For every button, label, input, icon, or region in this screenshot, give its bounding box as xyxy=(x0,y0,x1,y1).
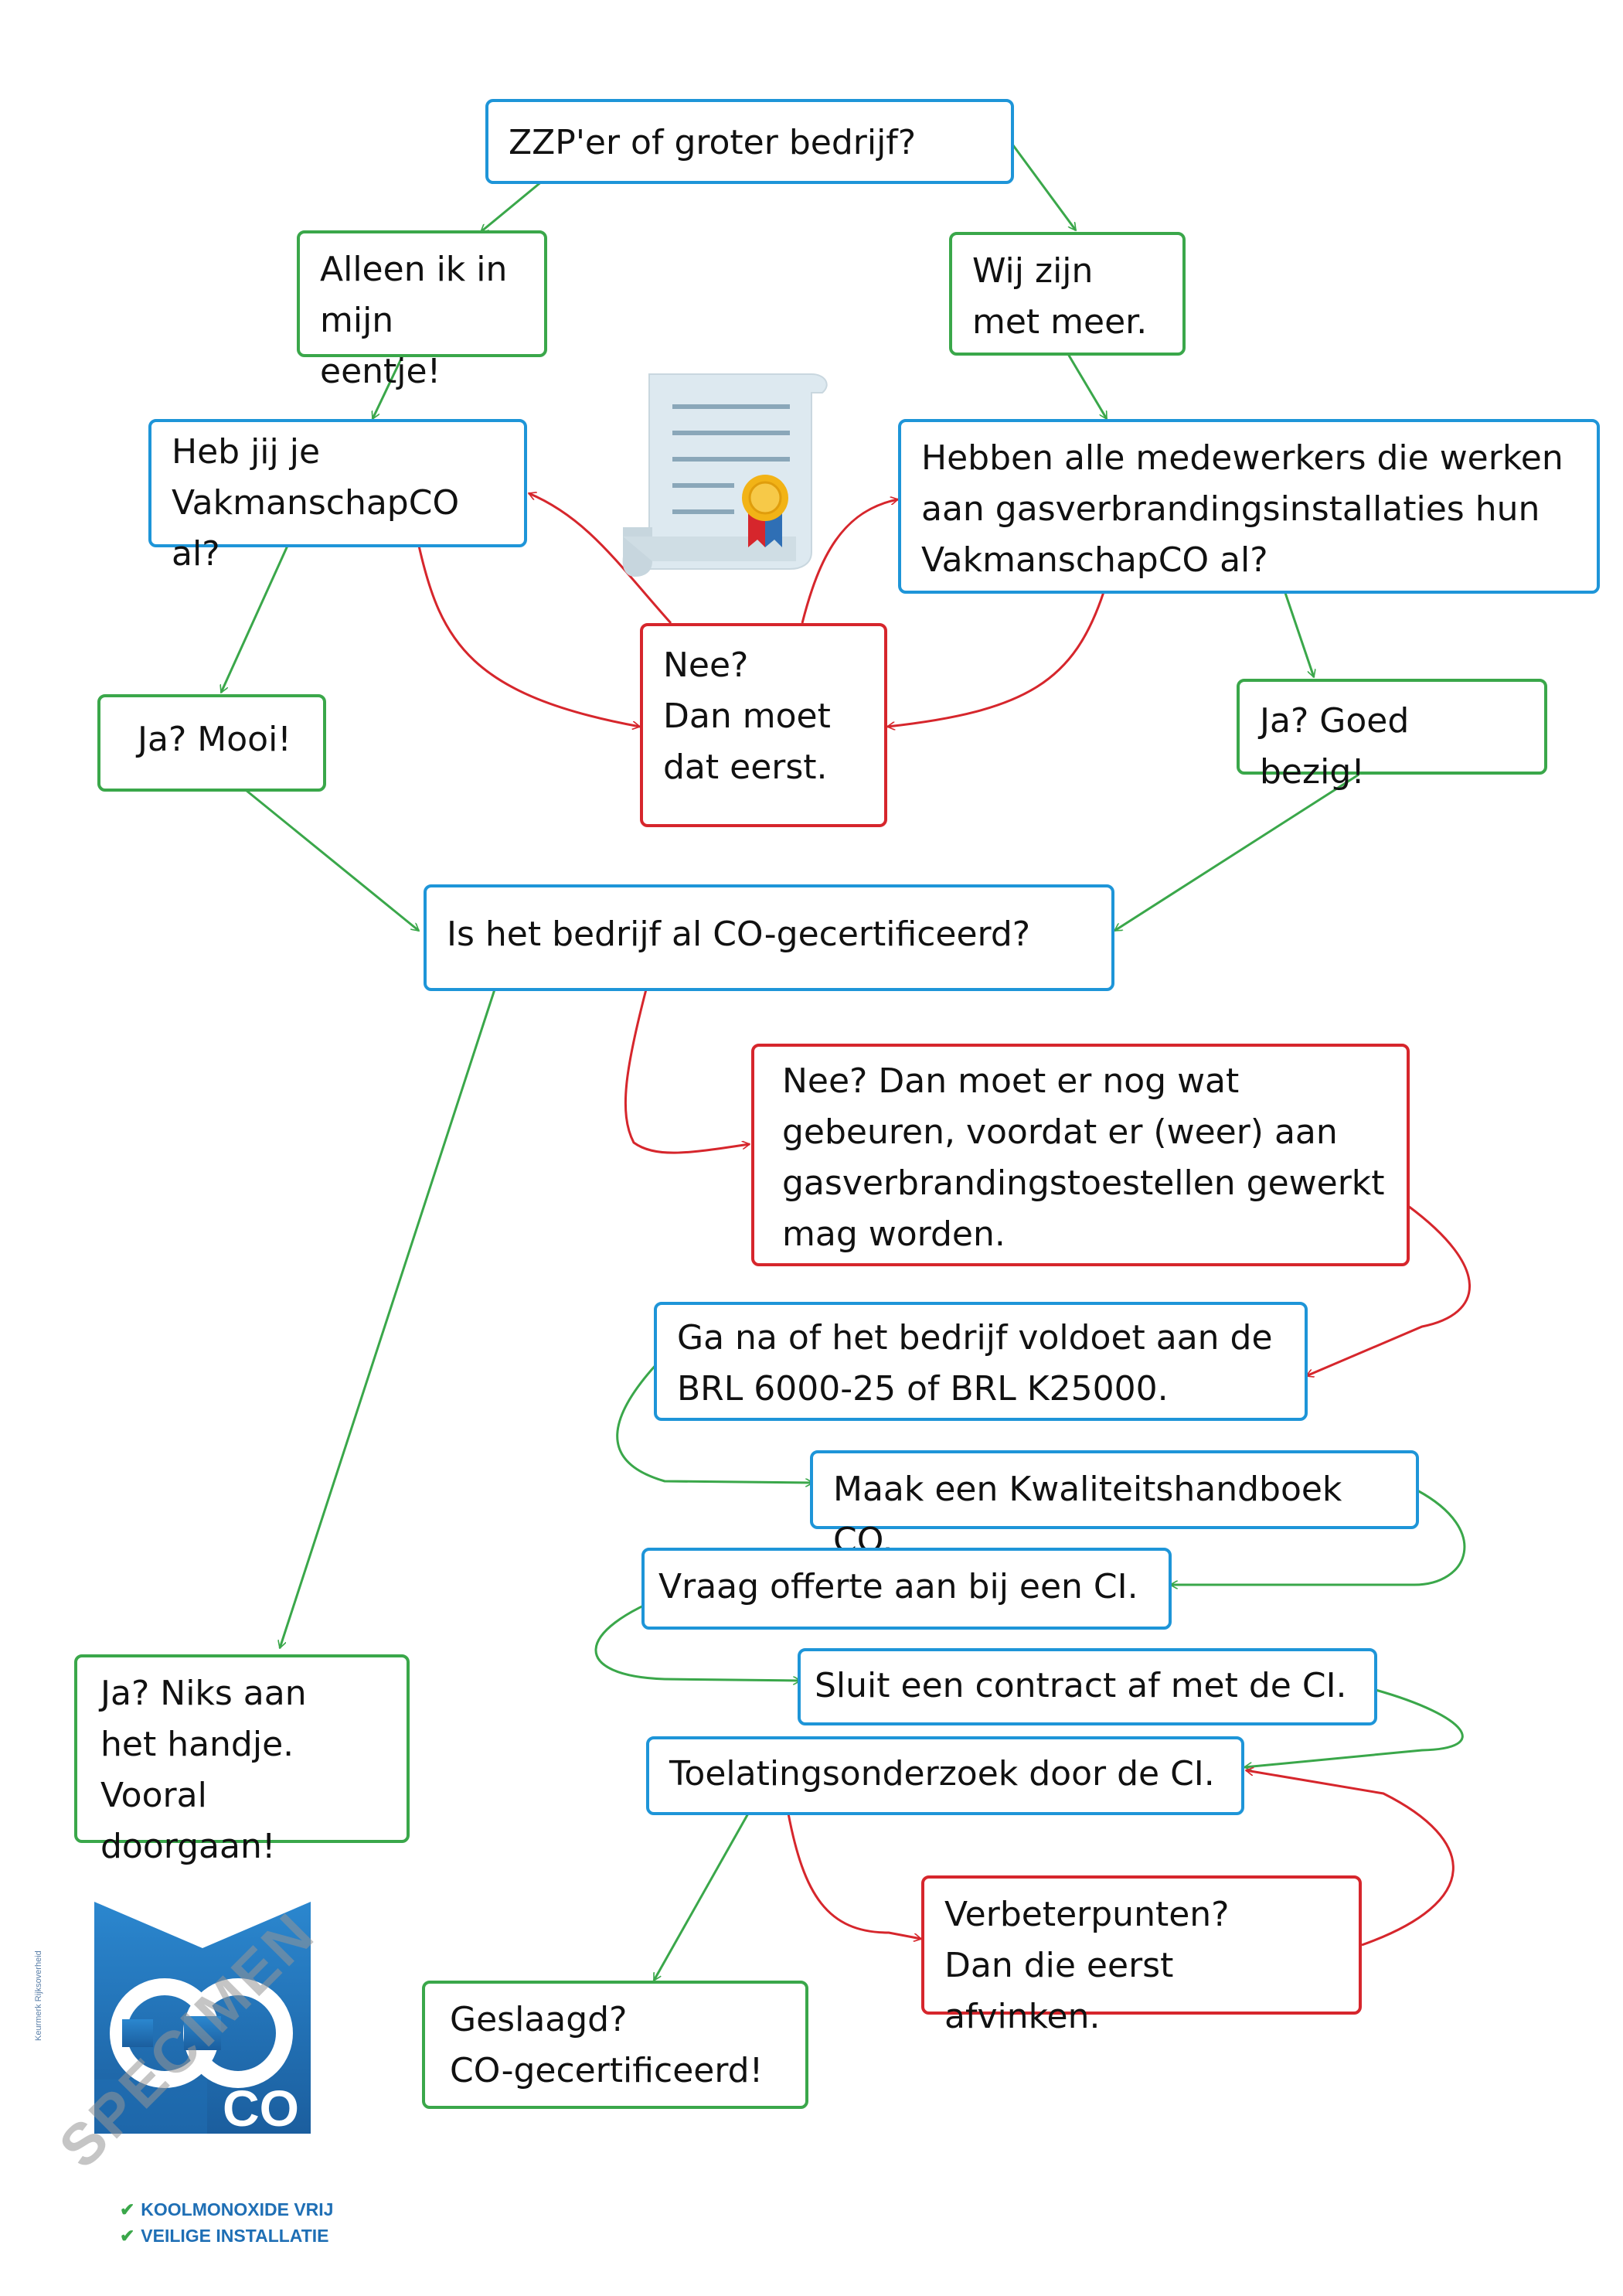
edge-first-that-to-vakmanschap xyxy=(529,493,672,625)
edge-vakmanschap-to-yes-nice xyxy=(221,545,289,693)
edge-zzp-to-alone xyxy=(481,179,543,233)
node-contract: Sluit een contract af met de CI. xyxy=(798,1648,1377,1725)
edge-employees-to-yes-busy xyxy=(1283,590,1314,677)
edge-vakmanschap-to-first-that xyxy=(417,545,640,727)
node-yes-busy: Ja? Goed bezig! xyxy=(1237,679,1547,792)
edge-yes-busy-to-certified xyxy=(1114,773,1359,932)
logo-tagline-1: ✔KOOLMONOXIDE VRIJ xyxy=(120,2199,334,2219)
node-vakmanschap-question: Heb jij je VakmanschapCO al? xyxy=(148,419,527,574)
edge-yes-nice-to-certified xyxy=(245,789,419,932)
edge-quote-to-contract xyxy=(594,1593,801,1681)
node-alone: Alleen ik in mijn eentje! xyxy=(297,230,547,391)
node-no-something: Nee? Dan moet er nog wat gebeuren, voord… xyxy=(751,1044,1410,1266)
seal-text: Keurmerk Rijksoverheid xyxy=(34,1950,43,2041)
edge-handbook-to-quote xyxy=(1170,1489,1466,1585)
node-improvements: Verbeterpunten? Dan die eerst afvinken. xyxy=(921,1875,1362,2036)
edge-no-something-to-check-brl xyxy=(1306,1204,1471,1376)
logo-tagline-2: ✔VEILIGE INSTALLATIE xyxy=(120,2226,329,2246)
logo-mark-text: CO VRIJ xyxy=(223,2080,369,2137)
node-handbook: Maak een Kwaliteitshandboek CO. xyxy=(810,1450,1419,1560)
edge-alone-to-vakmanschap xyxy=(373,353,405,419)
node-zzp-question: ZZP'er of groter bedrijf? xyxy=(485,99,1014,184)
certificate-scroll-icon xyxy=(622,373,828,577)
edge-admission-to-passed xyxy=(652,1813,750,1981)
node-employees-question: Hebben alle medewerkers die werken aan g… xyxy=(898,419,1600,594)
edge-improvements-to-admission xyxy=(1246,1770,1455,1947)
node-quote: Vraag offerte aan bij een CI. xyxy=(641,1548,1172,1630)
node-check-brl: Ga na of het bedrijf voldoet aan de BRL … xyxy=(654,1302,1308,1421)
co-vrij-logo-icon: CO VRIJ xyxy=(94,1902,369,2137)
edge-first-that-to-employees xyxy=(801,499,898,624)
node-certified-question: Is het bedrijf al CO-gecertificeerd? xyxy=(424,884,1114,991)
node-passed: Geslaagd? CO-gecertificeerd! xyxy=(422,1981,808,2109)
node-first-that: Nee? Dan moet dat eerst. xyxy=(640,623,887,827)
edge-check-brl-to-handbook xyxy=(616,1362,813,1483)
edge-with-more-to-employees xyxy=(1067,353,1108,419)
node-yes-nice: Ja? Mooi! xyxy=(97,694,326,792)
edge-certified-to-yes-nothing xyxy=(280,989,496,1648)
edge-employees-to-first-that xyxy=(887,591,1105,727)
node-with-more: Wij zijn met meer. xyxy=(949,232,1186,356)
edge-certified-to-no-something xyxy=(624,989,750,1154)
edge-contract-to-admission xyxy=(1244,1688,1464,1767)
edge-zzp-to-with-more xyxy=(1009,141,1077,230)
edge-admission-to-improvements xyxy=(787,1813,921,1939)
node-admission: Toelatingsonderzoek door de CI. xyxy=(646,1736,1244,1815)
node-yes-nothing: Ja? Niks aan het handje. Vooral doorgaan… xyxy=(74,1654,410,1866)
